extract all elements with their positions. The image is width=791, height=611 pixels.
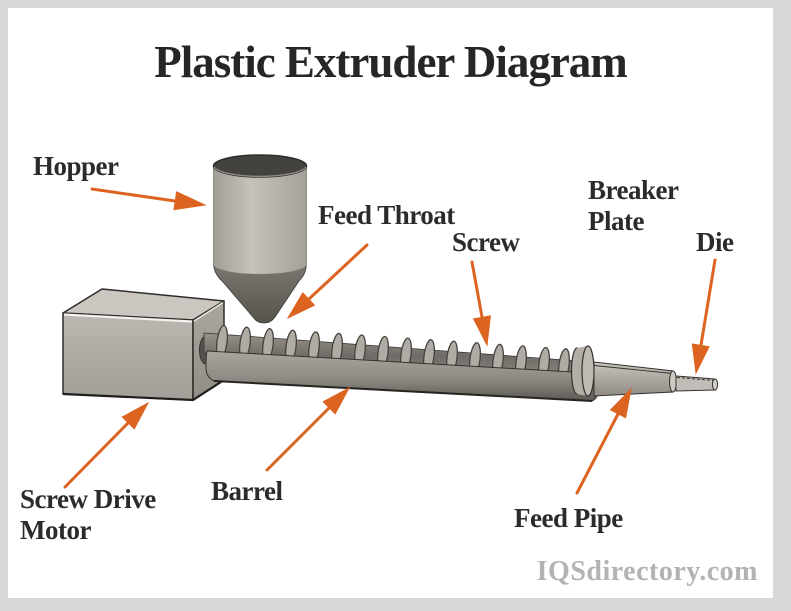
- screw-drive-motor-graphic: [62, 288, 225, 402]
- hopper-label: Hopper: [33, 151, 119, 181]
- watermark: IQSdirectory.com: [536, 556, 758, 587]
- screw-drive-motor-label: Screw Drive Motor: [20, 484, 156, 545]
- breaker-plate-label: Breaker Plate: [588, 175, 679, 236]
- barrel-label: Barrel: [211, 476, 283, 506]
- feed-throat-arrow: [286, 243, 369, 320]
- feed-pipe-arrow: [575, 387, 632, 495]
- diagram-title: Plastic Extruder Diagram: [154, 37, 628, 87]
- barrel-arrow: [265, 386, 351, 472]
- breaker-plate-graphic: [570, 345, 595, 397]
- die-graphic: [675, 375, 719, 392]
- feed-pipe-label: Feed Pipe: [514, 503, 623, 533]
- feed-throat-label: Feed Throat: [318, 200, 455, 230]
- hopper-arrow: [90, 187, 207, 211]
- feed-pipe-graphic: [593, 361, 677, 397]
- hopper-graphic: [212, 154, 308, 324]
- screw-drive-motor-arrow: [63, 401, 150, 489]
- die-label: Die: [696, 227, 734, 257]
- die-arrow: [691, 258, 717, 375]
- screw-label: Screw: [452, 227, 520, 257]
- screw-arrow: [470, 260, 491, 347]
